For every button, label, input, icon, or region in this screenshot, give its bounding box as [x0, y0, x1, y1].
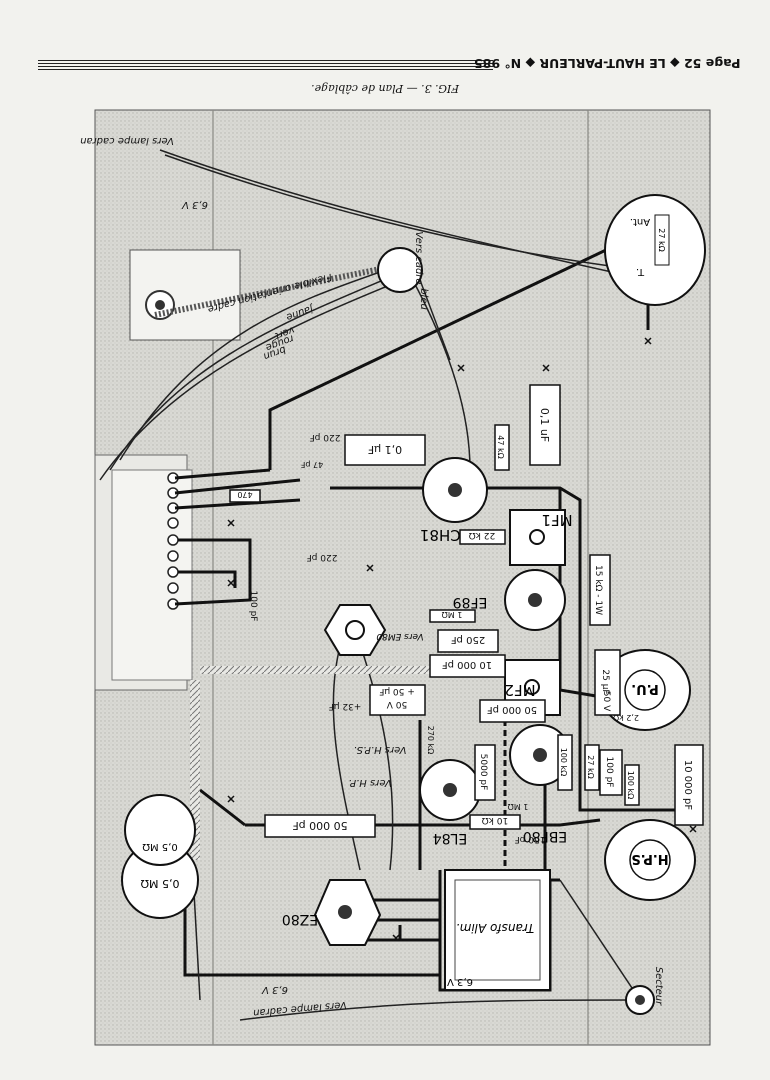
frame-mount	[129, 249, 241, 341]
hps-label: H.P.S	[631, 851, 668, 866]
res-100k-b	[557, 734, 573, 791]
label-50uF: + 50 µF	[379, 686, 415, 696]
label-150pF: 150 pF	[515, 834, 546, 844]
ez80-label: EZ80	[282, 911, 318, 927]
label-0-1uF: 0,1 µF	[368, 443, 402, 456]
label-32uF: +32 µF	[329, 701, 362, 711]
header-rule	[38, 60, 493, 72]
label-15k: 15 kΩ - 1W	[593, 565, 603, 615]
alim-v-label: 6,3 V	[447, 976, 473, 987]
label-1M: 1 MΩ	[442, 610, 463, 619]
label-100k-b: 100 kΩ	[559, 748, 568, 777]
label-6-3-bot: 6,3 V	[261, 984, 288, 995]
label-bleu: bleu	[418, 288, 429, 310]
label-vers-cadre: Vers cadre	[413, 231, 424, 284]
res-47k	[494, 424, 510, 471]
label-220pF: 220 pF	[310, 432, 341, 442]
label-lampe-top: Vers lampe cadran	[80, 135, 174, 146]
pot2-label: 0,5 MΩ	[142, 841, 178, 852]
tube-el84: EL84	[419, 759, 481, 846]
label-270k: 270 kΩ	[426, 726, 435, 755]
cap-100pF	[599, 749, 623, 796]
label-1M-b: 1 MΩ	[508, 802, 529, 811]
label-10000pF-b: 10 000 pF	[682, 760, 693, 811]
label-2-2k: 2,2 kΩ	[613, 713, 639, 722]
ant-label: Ant.	[630, 216, 650, 227]
cap-50000pF-b	[479, 699, 546, 723]
label-0-1uF-top: 0,1 uF	[538, 408, 551, 442]
label-10000pF-a: 10 000 pF	[442, 659, 493, 670]
res-100k	[624, 764, 640, 806]
pu-label: P.U.	[631, 681, 659, 696]
label-22k: 22 kΩ	[469, 530, 496, 540]
em-label: Vers EM80	[376, 631, 424, 641]
label-47k: 47 kΩ	[496, 435, 505, 458]
res-15k	[589, 554, 611, 626]
res-1M	[429, 609, 476, 623]
label-470: 470	[237, 490, 252, 499]
antenna-board: Ant. T. 27 kΩ	[604, 194, 706, 306]
cap-0-1uF-top	[529, 384, 561, 466]
label-5000pF: 5000 pF	[478, 754, 488, 791]
label-50000pF-a: 50 000 pF	[292, 819, 347, 832]
label-10k: 10 kΩ	[482, 815, 509, 825]
cap-10000pF-b	[674, 744, 704, 826]
mf2-label: MF2	[504, 681, 535, 699]
label-27k: 27 kΩ	[586, 755, 595, 778]
t-label: T.	[636, 266, 645, 277]
page-header: Page 52 ◆ LE HAUT-PARLEUR ◆ N° 985	[0, 52, 770, 80]
frame-connector	[377, 247, 423, 293]
label-100k: 100 kΩ	[626, 771, 635, 800]
flexible-cable	[154, 262, 401, 318]
ground-marks	[227, 337, 697, 942]
label-vers-hps: Vers H.P.S.	[354, 744, 407, 755]
res-27k	[584, 744, 600, 791]
cap-5000pF	[474, 744, 496, 801]
cap-50uF	[369, 684, 426, 716]
cap-0-1uF	[344, 434, 426, 466]
res-22k	[459, 529, 506, 545]
pot-2: 0,5 MΩ	[124, 794, 196, 866]
r27k-label: 27 kΩ	[657, 228, 666, 251]
label-25uF: 25 µF	[600, 669, 610, 694]
tube-ech81: ECH81	[420, 457, 488, 544]
res-470	[229, 489, 261, 503]
tube-ef89: EF89	[453, 569, 566, 631]
el84-label: EL84	[433, 830, 468, 846]
pot1-label: 0,5 MΩ	[141, 877, 180, 890]
power-transformer: Transfo Alim. 6,3 V	[444, 869, 551, 991]
label-100pF: 100 pF	[604, 757, 614, 788]
ebf80-label: EBF80	[523, 828, 567, 844]
ef89-label: EF89	[453, 594, 488, 610]
label-50000pF-b: 50 000 pF	[487, 704, 538, 715]
label-vers-hp: Vers H.P.	[348, 777, 391, 788]
label-250pF: 250 pF	[451, 634, 486, 645]
label-100pF-b: 100 pF	[248, 591, 258, 622]
label-6-3-top: 6,3 V	[181, 199, 208, 210]
cap-250pF	[437, 629, 499, 653]
cap-50000pF-a	[264, 814, 376, 838]
transformer-mf1: MF1	[509, 509, 573, 566]
alim-label: Transfo Alim.	[456, 921, 534, 935]
ech81-label: ECH81	[420, 526, 470, 544]
label-secteur: Secteur	[653, 967, 664, 1006]
cap-25uF	[594, 649, 621, 716]
tube-ez80: EZ80	[282, 879, 382, 946]
jack-pu: P.U.	[599, 649, 691, 731]
cap-10000pF-a	[429, 654, 506, 678]
label-220pF-b: 220 pF	[307, 552, 338, 562]
label-50V: 50 V	[386, 699, 407, 709]
jack-hps: H.P.S	[604, 819, 696, 901]
tube-em-socket: Vers EM80	[323, 604, 424, 656]
mf1-label: MF1	[541, 511, 572, 529]
res-10k	[469, 814, 521, 830]
tube-ebf80: EBF80	[509, 724, 571, 844]
label-25V: 50 V	[601, 691, 611, 712]
label-47pF: 47 pF	[300, 460, 323, 469]
